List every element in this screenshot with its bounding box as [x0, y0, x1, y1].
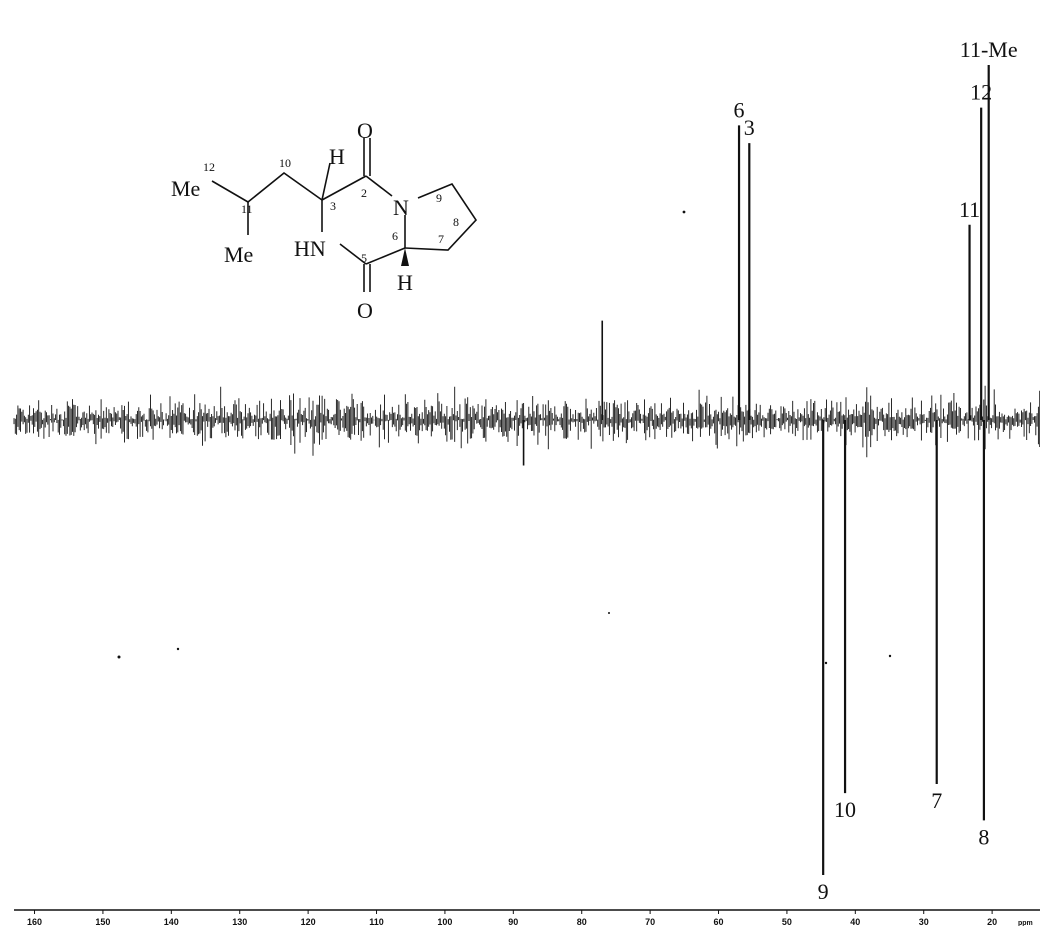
peak-label-6: 6 — [734, 97, 745, 122]
x-tick-label-30: 30 — [919, 917, 929, 926]
noise-baseline — [13, 385, 1040, 458]
x-tick-label-120: 120 — [301, 917, 316, 926]
bond-nh-5 — [339, 243, 367, 265]
scan-speck — [117, 655, 121, 659]
chemical-structure: Me Me HN N O O H H 12 11 10 3 2 9 8 7 6 … — [171, 118, 478, 323]
x-tick-label-130: 130 — [232, 917, 247, 926]
peaks — [737, 65, 990, 875]
peak-labels: 11-Me 12 11 63 9 10 7 8 — [734, 37, 1018, 904]
peak-label-8: 8 — [978, 824, 989, 849]
pyrrolidine-ring — [404, 183, 478, 251]
x-tick-label-20: 20 — [987, 917, 997, 926]
peak-label-11: 11 — [959, 197, 980, 222]
scan-speck — [824, 661, 828, 665]
atom-number-10: 10 — [279, 156, 291, 170]
atom-number-3: 3 — [330, 199, 336, 213]
methyl-12-label: Me — [171, 176, 200, 201]
peak-label-10: 10 — [834, 797, 856, 822]
hydrogen-top-label: H — [329, 144, 345, 169]
x-tick-label-60: 60 — [714, 917, 724, 926]
peak-label-3: 3 — [744, 115, 755, 140]
peak-label-11-me: 11-Me — [960, 37, 1018, 62]
x-tick-label-160: 160 — [27, 917, 42, 926]
scan-speck — [682, 210, 686, 214]
carbonyl-o-bottom-label: O — [357, 298, 373, 323]
amide-n-label: N — [393, 195, 409, 220]
scan-speck — [176, 647, 180, 651]
x-tick-label-70: 70 — [645, 917, 655, 926]
bond-2-n — [365, 175, 393, 197]
peak-label-7: 7 — [931, 788, 942, 813]
carbonyl-o-top-label: O — [357, 118, 373, 143]
atom-number-11: 11 — [241, 202, 253, 216]
bond-3-2 — [321, 175, 367, 201]
x-tick-label-100: 100 — [437, 917, 452, 926]
x-tick-label-90: 90 — [508, 917, 518, 926]
atom-number-2: 2 — [361, 186, 367, 200]
atom-number-7: 7 — [438, 232, 444, 246]
peak-label-12: 12 — [970, 80, 992, 105]
x-tick-label-110: 110 — [369, 917, 384, 926]
bond-5-6 — [365, 247, 406, 265]
scan-speck — [888, 654, 892, 658]
x-tick-label-50: 50 — [782, 917, 792, 926]
x-tick-label-80: 80 — [577, 917, 587, 926]
bond-chain — [211, 171, 323, 203]
atom-number-12: 12 — [203, 160, 215, 174]
atom-number-8: 8 — [453, 215, 459, 229]
amide-nh-label: HN — [294, 236, 326, 261]
methyl-11-label: Me — [224, 242, 253, 267]
x-axis-unit: ppm — [1018, 920, 1033, 926]
atom-number-5: 5 — [361, 251, 367, 265]
noise-trace — [13, 385, 1040, 458]
atom-number-9: 9 — [436, 191, 442, 205]
scan-speck — [608, 612, 610, 614]
x-axis-ticks: 160 150 140 130 120 110 100 90 80 70 60 50 40 30 20 — [27, 910, 997, 926]
hydrogen-bottom-label: H — [397, 270, 413, 295]
artifact-peaks — [522, 320, 604, 466]
bond-6-h-wedge — [401, 248, 409, 266]
bond-3-h — [321, 162, 331, 201]
x-tick-label-40: 40 — [850, 917, 860, 926]
x-axis: 160 150 140 130 120 110 100 90 80 70 60 50 40 30 20 pp… — [14, 909, 1040, 926]
x-tick-label-150: 150 — [95, 917, 110, 926]
atom-number-6: 6 — [392, 229, 398, 243]
x-tick-label-140: 140 — [164, 917, 179, 926]
peak-label-9: 9 — [818, 879, 829, 904]
